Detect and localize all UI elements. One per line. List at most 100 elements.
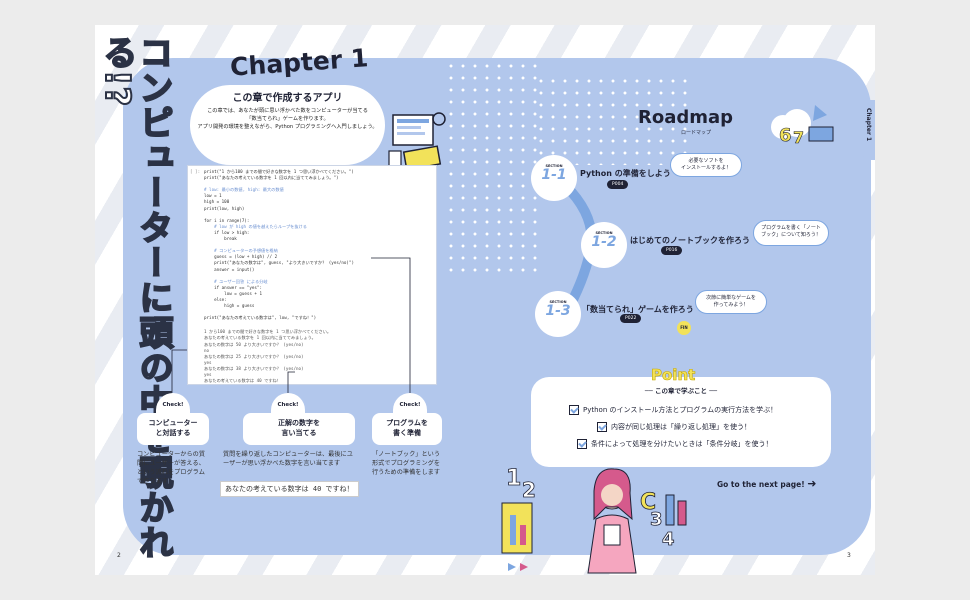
- app-bubble: この章で作成するアプリ この章では、あなたが頭に思い浮かべた数をコンピューターが…: [190, 85, 385, 165]
- section-badge-1-3: SECTION 1-3: [535, 291, 581, 337]
- section-number: 1-2: [591, 234, 617, 250]
- check-label: Check!: [162, 402, 184, 408]
- output-line: あなたの数字は 50 より大きいですか？ (yes/no): [204, 341, 304, 347]
- code-line: # ユーザー回答 による分岐: [204, 278, 268, 284]
- section-label: SECTION: [545, 164, 563, 168]
- section-number: 1-3: [545, 303, 571, 319]
- checkbox-icon: [597, 422, 607, 432]
- dot-pattern: [445, 60, 545, 280]
- code-line: else:: [204, 296, 227, 302]
- code-line: for i in range(7):: [204, 217, 250, 223]
- chapter-tab: Chapter 1: [863, 100, 875, 160]
- code-lines: print("1 から100 までの間で好きな数字を 1 つ思い浮かべてください…: [204, 169, 436, 321]
- next-page-text: Go to the next page!: [717, 480, 805, 489]
- book-spread: コンピューターに頭の中を覗かれる!? Chapter 1 この章で作成するアプリ…: [95, 25, 875, 575]
- app-desc-1: この章では、あなたが頭に思い浮かべた数をコンピューターが当てる: [207, 108, 368, 114]
- app-desc-3: アプリ開発の環境を整えながら、Python プログラミングへ入門しましょう。: [197, 124, 378, 130]
- computer-illustration-icon: [388, 112, 446, 171]
- output-line: あなたの考えている数字を 1 回以内に当ててみましょう。: [204, 335, 316, 341]
- bubble-text: ブック」について知ろう！: [761, 232, 821, 238]
- page-ref: P016: [661, 246, 683, 255]
- svg-text:2: 2: [522, 478, 536, 502]
- code-line: guess = (low + high) // 2: [204, 254, 278, 260]
- section-label: SECTION: [595, 231, 613, 235]
- checkbox-icon: [577, 439, 587, 449]
- section-title: はじめてのノートブックを作ろう: [630, 236, 750, 245]
- check-tag: Check!: [271, 393, 305, 415]
- point-item: 条件によって処理を分けたいときは「条件分岐」を使う！: [577, 439, 772, 449]
- code-line: # コンピューターの予想値を格納: [204, 248, 278, 254]
- roadmap-subtitle: ロードマップ: [681, 130, 712, 136]
- svg-text:7: 7: [793, 128, 804, 147]
- output-line: あなたの数字は 38 より大きいですか？ (yes/no): [204, 365, 304, 371]
- section-bubble: 次節に簡単なゲームを 作ってみよう！: [695, 290, 767, 314]
- point-item: 内容が同じ処理は「繰り返し処理」を使う！: [597, 422, 751, 432]
- card-prepare: プログラムを 書く準備: [372, 413, 442, 445]
- point-box: ── この章で学ぶこと ── Python のインストール方法とプログラムの実行…: [531, 377, 831, 467]
- code-line: print("あなたの考えている数字を 1 回以内に当ててみましょう。"): [204, 175, 339, 181]
- section-bubble: 必要なソフトを インストールするよ！: [670, 153, 742, 177]
- card-title: 言い当てる: [281, 429, 317, 437]
- code-line: low = 1: [204, 193, 222, 199]
- svg-text:6: 6: [779, 125, 792, 146]
- point-text: 内容が同じ処理は「繰り返し処理」を使う！: [611, 423, 751, 431]
- code-line: high = 100: [204, 199, 230, 205]
- code-line: print("あなたの考えている数字は", low, "ですね！"): [204, 315, 317, 321]
- code-line: if answer == "yes":: [204, 284, 262, 290]
- output-line: yes: [204, 372, 212, 377]
- section-badge-1-1: SECTION 1-1: [531, 155, 577, 201]
- check-label: Check!: [399, 402, 421, 408]
- card-title: と対話する: [155, 429, 191, 437]
- svg-text:3: 3: [650, 509, 663, 530]
- point-item: Python のインストール方法とプログラムの実行方法を学ぶ！: [569, 405, 777, 415]
- checkbox-icon: [569, 405, 579, 415]
- code-line: answer = input(): [204, 266, 255, 272]
- card-desc: 「ノートブック」という形式でプログラミングを行うための準備をします: [372, 451, 441, 476]
- svg-text:1: 1: [506, 466, 521, 491]
- card-desc: コンピューターからの質問にユーザーが答える、という流れをプログラムで作ります: [137, 451, 206, 485]
- code-line: print(low, high): [204, 205, 245, 211]
- output-line: あなたの考えている数字は 40 ですね！: [204, 378, 281, 384]
- code-prompt: [ ]:: [190, 169, 201, 174]
- code-line: print("あなたの数字は", guess, "より大きいですか？ (yes/…: [204, 260, 354, 266]
- card-title: プログラムを: [386, 419, 428, 427]
- card-title: 書く準備: [393, 429, 421, 437]
- output-line: あなたの数字は 25 より大きいですか？ (yes/no): [204, 353, 304, 359]
- character-illustration-icon: 1 2 C 3 4: [501, 466, 687, 574]
- page-ref: P022: [620, 314, 642, 323]
- section-number: 1-1: [541, 167, 567, 183]
- decoration-icon: 6 7: [771, 105, 834, 147]
- arrow-right-icon: ➜: [807, 477, 817, 490]
- bubble-text: プログラムを書く「ノート: [761, 225, 821, 231]
- app-heading: この章で作成するアプリ: [232, 93, 343, 104]
- svg-text:C: C: [640, 490, 656, 515]
- check-tag: Check!: [393, 393, 427, 415]
- card-guess: 正解の数字を 言い当てる: [243, 413, 355, 445]
- card-title: 正解の数字を: [278, 419, 320, 427]
- output-line: yes: [204, 359, 212, 365]
- section-title: Python の準備をしよう: [580, 169, 671, 178]
- bubble-text: 作ってみよう！: [713, 302, 749, 308]
- page-number-right: 3: [847, 552, 851, 559]
- page-number-left: 2: [117, 552, 121, 559]
- section-title: 「数当てられ」ゲームを作ろう: [582, 305, 694, 314]
- section-label: SECTION: [549, 300, 567, 304]
- point-heading: ── この章で学ぶこと ──: [644, 387, 718, 395]
- fin-badge: FIN: [677, 321, 691, 335]
- section-badge-1-2: SECTION 1-2: [581, 222, 627, 268]
- code-line: low = guess + 1: [204, 290, 262, 296]
- code-cell: [ ]: print("1 から100 までの間で好きな数字を 1 つ思い浮かべ…: [187, 165, 437, 385]
- bubble-text: インストールするよ！: [681, 165, 731, 171]
- code-line: high = guess: [204, 303, 255, 309]
- inline-answer: あなたの考えている数字は 40 ですね！: [220, 481, 359, 497]
- next-page-link[interactable]: Go to the next page! ➜: [717, 477, 817, 490]
- code-line: # low が high の値を越えたらループを抜ける: [204, 223, 307, 229]
- card-desc: 質問を繰り返したコンピューターは、最後にユーザーが思い浮かべた数字を言い当てます: [223, 451, 353, 467]
- roadmap-title: Roadmap: [638, 107, 734, 128]
- card-title: コンピューター: [148, 419, 198, 427]
- card-dialogue: コンピューター と対話する: [137, 413, 209, 445]
- check-tag: Check!: [156, 393, 190, 415]
- code-output: 1 から100 までの間で好きな数字を 1 つ思い浮かべてください。あなたの考え…: [204, 329, 436, 384]
- code-line: # low: 最小の数値, high: 最大の数値: [204, 187, 284, 193]
- code-line: if low > high:: [204, 229, 250, 235]
